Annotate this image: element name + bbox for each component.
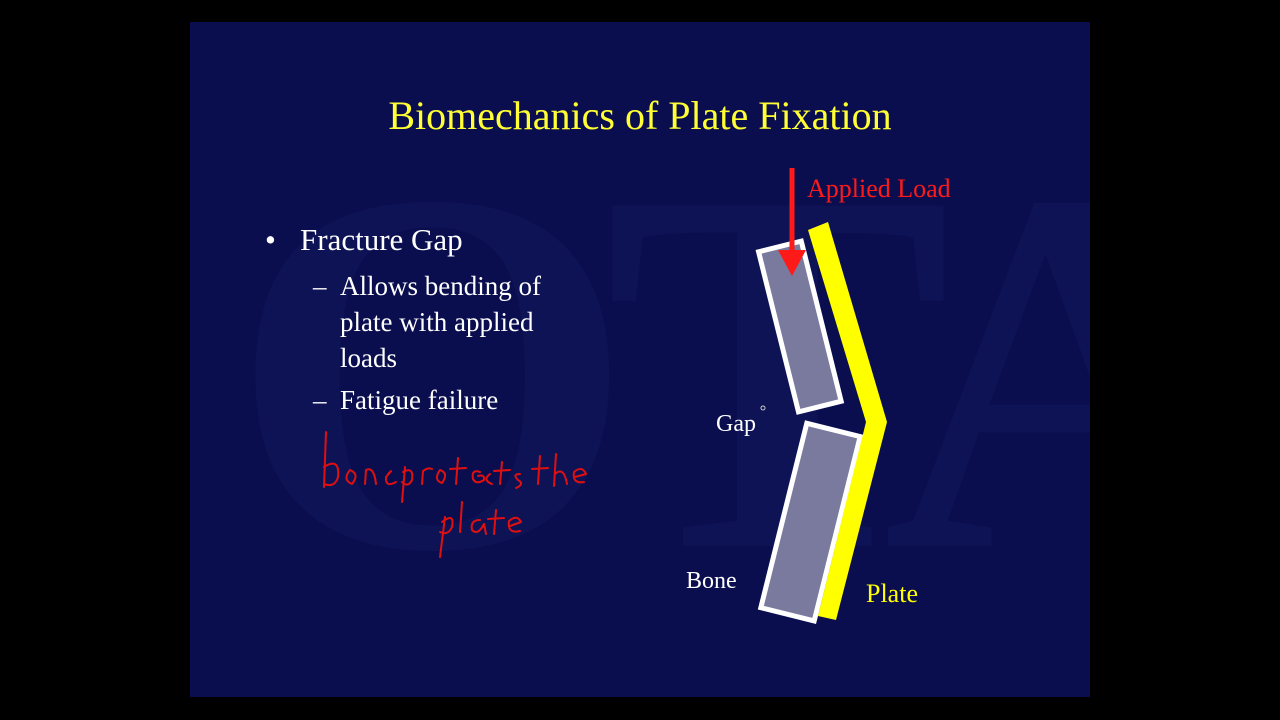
sub-bullet-item: – Allows bending of plate with applied l… — [265, 268, 570, 376]
slide-title: Biomechanics of Plate Fixation — [388, 93, 892, 138]
bullet-list: • Fracture Gap – Allows bending of plate… — [265, 222, 570, 424]
gap-marker — [760, 405, 766, 411]
bullet-glyph: • — [265, 222, 276, 257]
applied-load-arrow — [778, 168, 806, 276]
applied-load-label: Applied Load — [807, 174, 951, 203]
plate-fixation-diagram: Applied Load Gap Bone Plate — [323, 168, 951, 624]
bullet-text: Fracture Gap — [300, 222, 463, 257]
watermark-logo: OTA — [230, 84, 1090, 659]
sub-bullet-text: Allows bending of plate with applied loa… — [340, 271, 541, 373]
sub-bullet-text: Fatigue failure — [340, 385, 499, 415]
slide: OTA Biomechanics of Plate Fixation • Fra… — [190, 22, 1090, 697]
plate — [808, 222, 887, 620]
sub-bullet-glyph: – — [313, 385, 327, 415]
plate-label: Plate — [866, 579, 918, 608]
handwritten-note — [323, 431, 587, 558]
lower-bone-segment — [757, 420, 864, 624]
upper-bone-segment — [755, 238, 845, 415]
sub-bullet-glyph: – — [313, 271, 327, 301]
bullet-item: • Fracture Gap — [265, 222, 570, 258]
gap-label: Gap — [716, 411, 756, 437]
bone-label: Bone — [686, 568, 737, 594]
sub-bullet-item: – Fatigue failure — [265, 382, 570, 418]
